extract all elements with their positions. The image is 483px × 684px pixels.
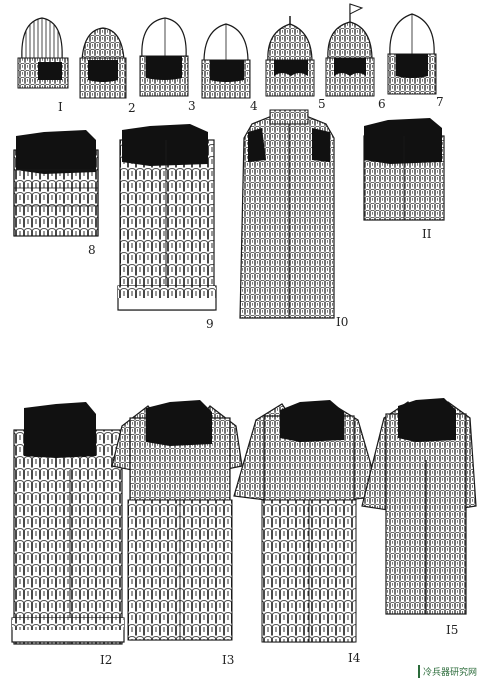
label-13: I3 — [222, 653, 235, 667]
label-3: 3 — [188, 99, 196, 113]
helmet-7 — [387, 13, 437, 95]
helmet-2 — [79, 27, 127, 99]
watermark-text: 冷兵器研究网 — [417, 665, 477, 678]
label-10: I0 — [336, 315, 349, 329]
helmet-1 — [17, 17, 69, 89]
armor-12 — [11, 402, 125, 645]
label-15: I5 — [446, 623, 459, 637]
label-6: 6 — [378, 97, 386, 111]
helmet-4 — [201, 23, 251, 99]
label-8: 8 — [88, 243, 96, 257]
armor-8 — [13, 130, 99, 237]
helmet-3 — [139, 17, 189, 97]
label-7: 7 — [436, 95, 444, 109]
armor-10 — [239, 109, 335, 319]
label-1: I — [58, 100, 63, 114]
label-12: I2 — [100, 653, 113, 667]
label-4: 4 — [250, 99, 258, 113]
helmet-6 — [325, 3, 375, 97]
helmet-5 — [265, 16, 315, 97]
label-14: I4 — [348, 651, 361, 665]
armor-13 — [111, 400, 243, 641]
label-2: 2 — [128, 101, 136, 115]
armor-14 — [233, 400, 381, 643]
label-9: 9 — [206, 317, 214, 331]
armor-15 — [361, 398, 477, 615]
label-11: II — [422, 227, 432, 241]
armor-11 — [363, 118, 445, 221]
armor-9 — [117, 124, 217, 311]
label-5: 5 — [318, 97, 326, 111]
